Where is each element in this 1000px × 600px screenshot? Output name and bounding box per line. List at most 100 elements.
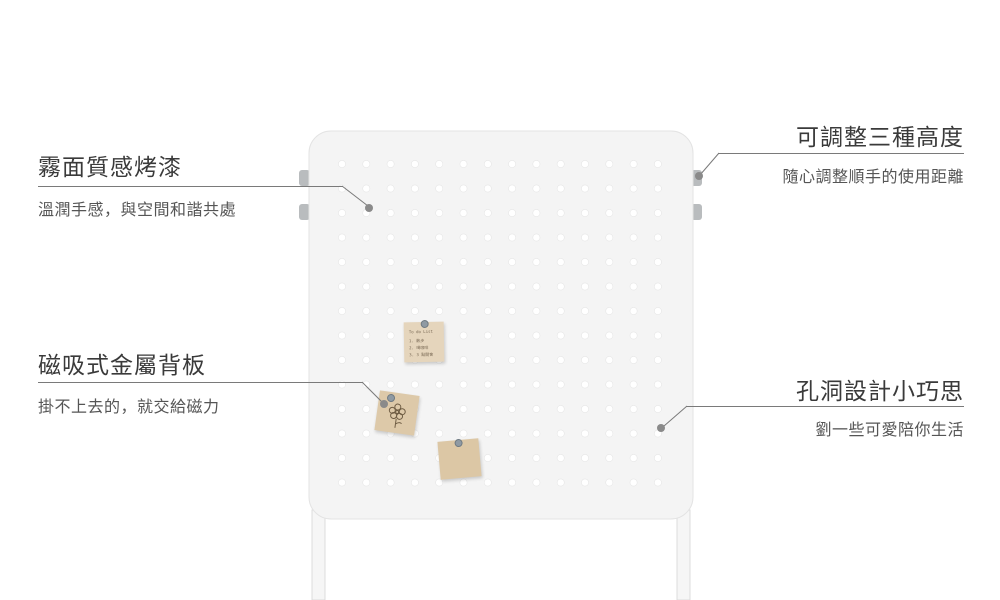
peg-hole bbox=[338, 282, 346, 291]
peg-hole bbox=[605, 233, 614, 242]
peg-hole bbox=[338, 454, 346, 462]
peg-hole bbox=[435, 233, 444, 242]
peg-hole bbox=[508, 454, 516, 462]
peg-hole bbox=[362, 380, 371, 389]
callout-adjustable-height: 可調整三種高度 隨心調整順手的使用距離 bbox=[624, 118, 964, 198]
peg-hole bbox=[459, 307, 468, 315]
callout-hole-design: 孔洞設計小巧思 劉一些可愛陪你生活 bbox=[624, 372, 964, 452]
peg-hole bbox=[629, 258, 638, 266]
peg-hole bbox=[459, 282, 468, 291]
peg-hole bbox=[581, 258, 589, 266]
peg-hole bbox=[362, 258, 371, 266]
peg-hole bbox=[629, 184, 638, 193]
peg-hole bbox=[629, 233, 638, 242]
peg-hole bbox=[581, 405, 589, 413]
peg-hole bbox=[459, 233, 468, 242]
peg-hole bbox=[629, 429, 638, 438]
peg-hole bbox=[605, 331, 614, 340]
callout-line-finish bbox=[38, 186, 343, 187]
peg-hole bbox=[605, 380, 614, 389]
peg-hole bbox=[483, 356, 492, 364]
peg-hole bbox=[581, 356, 589, 364]
peg-hole bbox=[362, 307, 371, 315]
peg-hole bbox=[435, 209, 444, 217]
peg-hole bbox=[605, 356, 614, 364]
peg-hole bbox=[605, 405, 614, 413]
left-leg bbox=[311, 509, 326, 600]
callout-title: 可調整三種高度 bbox=[796, 125, 964, 151]
callout-dot bbox=[380, 400, 388, 408]
peg-hole bbox=[459, 209, 468, 217]
note-line-1: To do List bbox=[408, 328, 433, 335]
callout-desc: 劉一些可愛陪你生活 bbox=[815, 420, 964, 439]
peg-hole bbox=[386, 233, 395, 242]
callout-line-height bbox=[718, 153, 964, 154]
peg-hole bbox=[435, 184, 444, 193]
peg-hole bbox=[362, 160, 371, 168]
peg-hole bbox=[435, 429, 444, 438]
flower-doodle-icon bbox=[388, 403, 406, 428]
note-line-2: 1. 散步 bbox=[408, 337, 425, 344]
peg-hole bbox=[654, 233, 662, 242]
peg-hole bbox=[654, 209, 662, 217]
peg-hole bbox=[386, 282, 395, 291]
peg-hole bbox=[532, 405, 541, 413]
callout-dot bbox=[365, 204, 373, 212]
peg-hole bbox=[556, 282, 565, 291]
peg-hole bbox=[629, 478, 638, 487]
peg-hole bbox=[435, 258, 444, 266]
peg-hole bbox=[483, 209, 492, 217]
peg-hole bbox=[629, 160, 638, 168]
peg-hole bbox=[386, 356, 395, 364]
peg-hole bbox=[338, 258, 346, 266]
peg-hole bbox=[556, 405, 565, 413]
peg-hole bbox=[338, 233, 346, 242]
callout-connector bbox=[341, 185, 369, 207]
peg-hole bbox=[581, 160, 589, 168]
peg-hole bbox=[605, 454, 614, 462]
peg-hole bbox=[556, 209, 565, 217]
right-leg bbox=[676, 509, 691, 600]
callout-line-magnetic bbox=[38, 382, 363, 383]
callout-dot bbox=[695, 172, 703, 180]
peg-hole bbox=[338, 307, 346, 315]
peg-hole bbox=[556, 233, 565, 242]
peg-hole bbox=[338, 478, 346, 487]
note-line-3: 2. 喝咖啡 bbox=[409, 344, 429, 351]
peg-hole bbox=[556, 380, 565, 389]
peg-hole bbox=[410, 454, 419, 462]
peg-hole bbox=[338, 331, 346, 340]
peg-hole bbox=[581, 331, 589, 340]
peg-hole bbox=[508, 184, 516, 193]
peg-hole bbox=[459, 356, 468, 364]
peg-hole bbox=[338, 356, 346, 364]
peg-hole bbox=[629, 405, 638, 413]
peg-hole bbox=[605, 160, 614, 168]
peg-hole bbox=[410, 233, 419, 242]
peg-hole bbox=[581, 454, 589, 462]
peg-hole bbox=[410, 209, 419, 217]
peg-hole bbox=[362, 184, 371, 193]
peg-hole bbox=[483, 282, 492, 291]
peg-hole bbox=[654, 478, 662, 487]
peg-hole bbox=[605, 429, 614, 438]
peg-hole bbox=[362, 405, 371, 413]
peg-hole bbox=[532, 209, 541, 217]
peg-hole bbox=[556, 429, 565, 438]
peg-hole bbox=[338, 209, 346, 217]
peg-hole bbox=[459, 184, 468, 193]
peg-hole bbox=[556, 160, 565, 168]
peg-hole bbox=[508, 258, 516, 266]
peg-hole bbox=[508, 356, 516, 364]
peg-hole bbox=[435, 380, 444, 389]
peg-hole bbox=[362, 331, 371, 340]
peg-hole bbox=[410, 282, 419, 291]
peg-hole bbox=[459, 331, 468, 340]
peg-hole bbox=[362, 478, 371, 487]
peg-hole bbox=[654, 282, 662, 291]
peg-hole bbox=[532, 307, 541, 315]
peg-hole bbox=[508, 282, 516, 291]
peg-hole bbox=[483, 184, 492, 193]
peg-hole bbox=[508, 160, 516, 168]
